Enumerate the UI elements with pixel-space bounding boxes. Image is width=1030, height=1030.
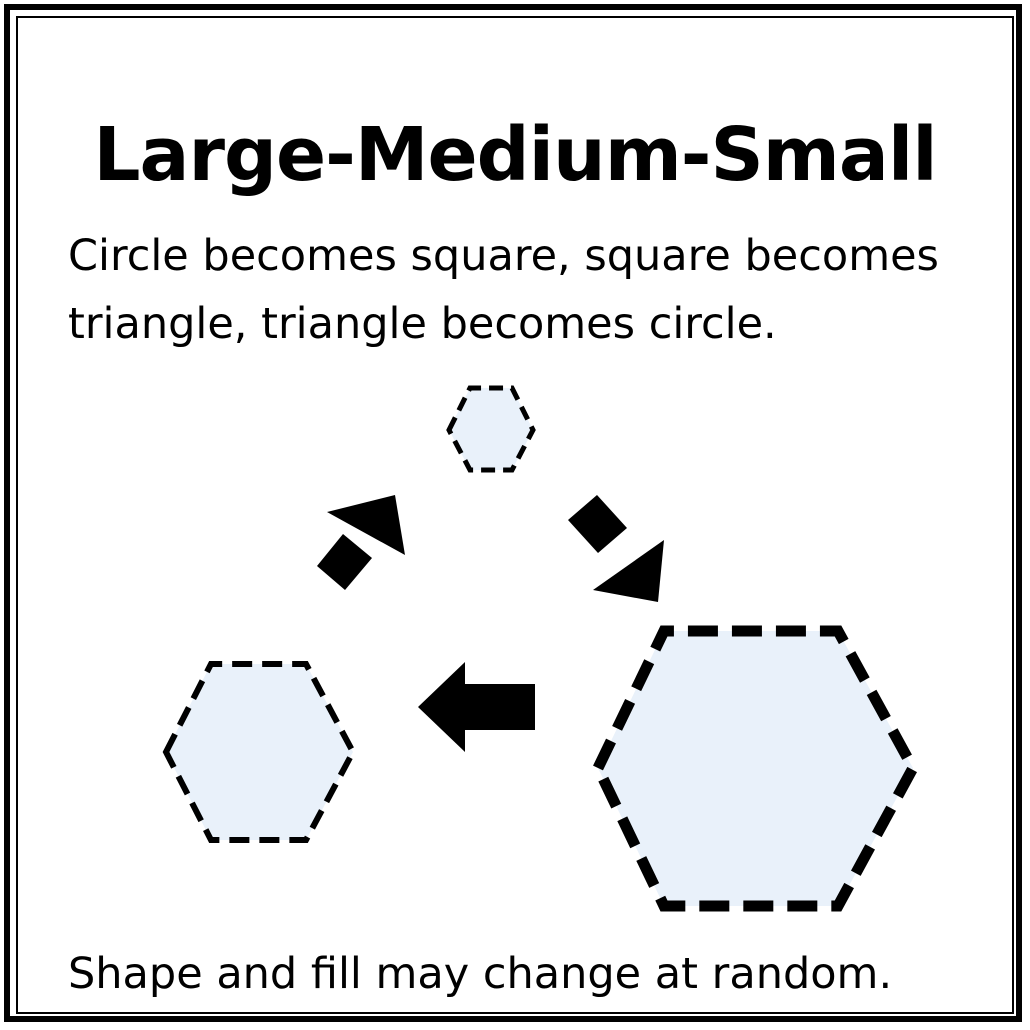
arrow-up-right-icon <box>317 495 405 590</box>
arrow-left-icon <box>418 662 535 752</box>
large-hexagon <box>591 625 920 912</box>
medium-hexagon <box>162 661 357 843</box>
page-title: Large-Medium-Small <box>93 112 937 198</box>
inner-border <box>16 16 1014 1014</box>
small-hexagon <box>446 385 536 473</box>
outer-border <box>4 4 1022 1022</box>
arrow-down-right-icon <box>568 495 664 602</box>
footer-note: Shape and fill may change at random. <box>68 949 893 999</box>
instruction-text: Circle becomes square, square becomes tr… <box>68 231 939 349</box>
